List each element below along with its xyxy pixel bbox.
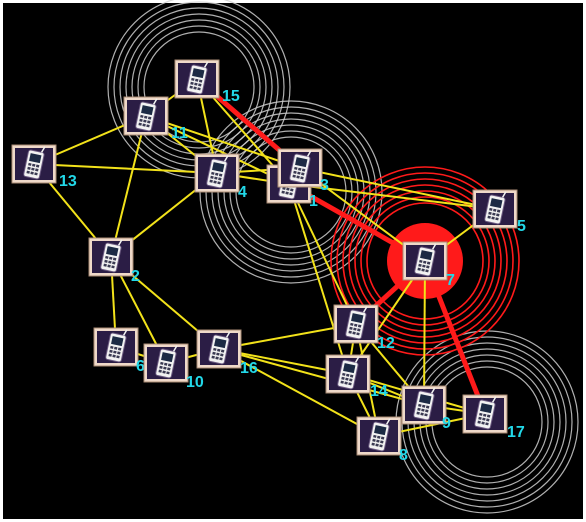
mobile-phone-icon	[100, 239, 123, 273]
node-label-14: 14	[370, 383, 388, 400]
active-edge-1-7	[287, 181, 427, 264]
mobile-phone-icon	[345, 306, 368, 340]
mobile-phone-icon	[23, 146, 46, 180]
mobile-phone-icon	[155, 345, 178, 379]
node-5[interactable]	[472, 189, 518, 229]
edge-11-2	[110, 115, 147, 258]
node-label-3: 3	[320, 177, 329, 194]
node-label-1: 1	[309, 193, 318, 210]
node-label-15: 15	[222, 88, 240, 105]
active-edge-7-17	[422, 260, 488, 415]
edge-1-12	[288, 183, 357, 325]
node-6[interactable]	[93, 327, 139, 367]
node-label-9: 9	[442, 415, 451, 432]
node-label-4: 4	[238, 184, 247, 201]
mobile-phone-icon	[414, 243, 437, 277]
mobile-phone-icon	[289, 150, 312, 184]
node-label-10: 10	[186, 374, 204, 391]
node-17[interactable]	[462, 394, 508, 434]
node-10[interactable]	[143, 343, 189, 383]
node-8[interactable]	[356, 416, 402, 456]
node-label-6: 6	[136, 358, 145, 375]
node-label-7: 7	[446, 272, 455, 289]
node-4[interactable]	[194, 153, 240, 193]
mobile-phone-icon	[186, 61, 209, 95]
mobile-phone-icon	[368, 418, 391, 452]
wave-ring	[137, 25, 261, 149]
mobile-phone-icon	[105, 329, 128, 363]
node-9[interactable]	[401, 385, 447, 425]
mobile-phone-icon	[208, 331, 231, 365]
edge-1-5	[288, 183, 496, 210]
edge-3-5	[299, 167, 496, 210]
node-7[interactable]	[402, 241, 448, 281]
edge-11-1	[145, 115, 290, 185]
node-label-11: 11	[171, 125, 188, 142]
mobile-phone-icon	[337, 356, 360, 390]
mobile-phone-icon	[206, 155, 229, 189]
edge-16-8	[218, 348, 380, 437]
mobile-phone-icon	[413, 387, 436, 421]
node-label-8: 8	[399, 447, 408, 464]
edge-16-12	[218, 323, 357, 350]
node-12[interactable]	[333, 304, 379, 344]
edge-11-3	[145, 115, 301, 169]
node-15[interactable]	[174, 59, 220, 99]
edge-13-4	[33, 163, 218, 174]
node-14[interactable]	[325, 354, 371, 394]
node-3[interactable]	[277, 148, 323, 188]
mobile-phone-icon	[474, 396, 497, 430]
edge-9-7	[423, 260, 426, 406]
node-label-16: 16	[240, 360, 258, 377]
mobile-phone-icon	[135, 98, 158, 132]
node-label-12: 12	[377, 335, 395, 352]
node-label-2: 2	[131, 268, 140, 285]
edge-16-9	[218, 348, 425, 406]
mobile-phone-icon	[484, 191, 507, 225]
node-11[interactable]	[123, 96, 169, 136]
node-16[interactable]	[196, 329, 242, 369]
node-2[interactable]	[88, 237, 134, 277]
node-label-17: 17	[507, 424, 525, 441]
node-label-5: 5	[517, 218, 526, 235]
node-13[interactable]	[11, 144, 57, 184]
node-label-13: 13	[59, 173, 77, 190]
